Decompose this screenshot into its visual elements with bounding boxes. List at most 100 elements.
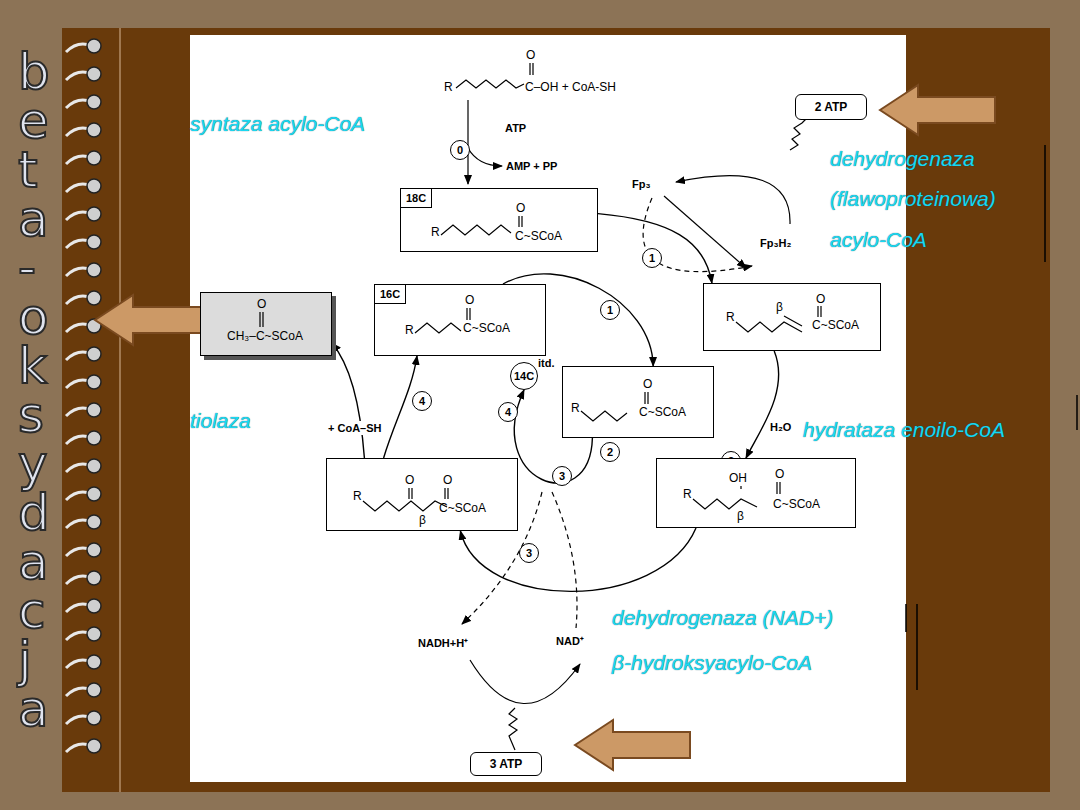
formula-text: R [571, 401, 580, 415]
step-number-circle: 3 [552, 466, 572, 486]
binder-edge [119, 28, 121, 792]
formula-text: β [419, 513, 426, 527]
ring-hole [87, 179, 101, 193]
reaction-art [456, 63, 1077, 750]
step-number-circle: 1 [600, 300, 620, 320]
reaction-arrow [460, 528, 696, 591]
acyl-structure-box: ROC~SCoA [562, 366, 714, 438]
formula-text: C~SCoA [515, 229, 562, 243]
carbon-count-tab: 16C [375, 285, 406, 304]
enzyme-label: β-hydroksyacylo-CoA [612, 651, 812, 675]
formula-text: O [443, 473, 452, 487]
formula-text: R [431, 225, 440, 239]
formula-text: O [405, 473, 414, 487]
skeletal-formula [401, 189, 597, 251]
callout-number: 3 [526, 547, 532, 559]
note-label: itd. [538, 356, 555, 370]
cofactor-label: AMP + PP [506, 159, 557, 173]
formula-text: O [643, 377, 652, 391]
formula-text: O [257, 297, 266, 311]
ring-hole [87, 207, 101, 221]
carbon-chain [415, 308, 470, 333]
ring-hole [87, 599, 101, 613]
svg-part [906, 145, 1077, 690]
ring-hole [87, 263, 101, 277]
step-number-circle: 0 [450, 140, 470, 160]
formula-text: O [816, 292, 825, 306]
pointer-arrow [95, 295, 205, 345]
step-number-circle: 4 [412, 391, 432, 411]
enzyme-label: (flawoproteinowa) [830, 187, 996, 211]
callout-number: 4 [505, 406, 511, 418]
formula-text: O [516, 201, 525, 215]
pointer-arrow [880, 85, 995, 135]
reaction-arrow [598, 214, 712, 283]
svg-part [509, 708, 517, 750]
ring-hole [87, 459, 101, 473]
formula-text: C~SCoA [463, 321, 510, 335]
svg-part [456, 80, 524, 88]
atp-label: 2 ATP [815, 100, 848, 114]
spiral-rings [66, 39, 101, 753]
acyl-structure-box: 18CROC~SCoA [400, 188, 598, 252]
skeletal-formula [375, 285, 545, 355]
formula-text: O [775, 467, 784, 481]
formula-text: O [526, 48, 535, 62]
carbon-chain [581, 392, 648, 421]
enzyme-label: dehydrogenaza (NAD+) [612, 606, 833, 630]
carbon-chain [260, 312, 263, 327]
step-number-circle: 1 [642, 248, 662, 268]
ring-hole [87, 403, 101, 417]
acyl-structure-box: OHRβOC~SCoA [656, 458, 856, 528]
svg-part [676, 176, 790, 224]
svg-part [530, 63, 533, 75]
ring-hole [87, 515, 101, 529]
skeletal-formula [563, 367, 713, 437]
enzyme-label: hydrataza enoilo-CoA [803, 418, 1005, 442]
ring-hole [87, 543, 101, 557]
step-number-circle: 2 [600, 442, 620, 462]
white-sheet [190, 35, 906, 782]
binder-panel [62, 28, 1050, 792]
svg-part [552, 492, 577, 628]
cofactor-label: H₂O [770, 420, 791, 434]
enzyme-label: syntaza acylo-CoA [190, 112, 365, 136]
atp-yield-box: 2 ATP [795, 94, 867, 120]
ring-hole [87, 235, 101, 249]
callout-number: 1 [649, 252, 655, 264]
title-vertical: beta-oksydacja [18, 48, 19, 734]
formula-text: C~SCoA [812, 318, 859, 332]
ring-hole [87, 347, 101, 361]
svg-part [790, 119, 806, 150]
formula-text: C~SCoA [439, 501, 486, 515]
atp-label: 3 ATP [490, 757, 523, 771]
step-number-circle: 4 [498, 402, 518, 422]
cofactor-label: Fp₃ [632, 177, 651, 191]
callout-number: 14C [514, 370, 534, 382]
ring-hole [87, 39, 101, 53]
reaction-arrow [332, 343, 364, 458]
ring-hole [87, 95, 101, 109]
callout-number: 1 [607, 304, 613, 316]
cofactor-label: ATP [505, 121, 526, 135]
carbon-chain [363, 488, 448, 511]
acetyl-coa-box: OCH₃–C~SCoA [200, 292, 332, 356]
cofactor-label: NAD⁺ [556, 634, 584, 648]
formula-text: O [465, 293, 474, 307]
carbon-chain [441, 216, 522, 235]
svg-part [468, 148, 502, 166]
enzyme-label: tiolaza [190, 409, 251, 433]
svg-part [467, 100, 468, 184]
ring-hole [87, 711, 101, 725]
formula-text: R [444, 80, 453, 94]
pointer-arrow [575, 720, 690, 770]
formula-text: R [683, 487, 692, 501]
callout-number: 3 [559, 470, 565, 482]
callout-number: 2 [607, 446, 613, 458]
formula-text: β [737, 509, 744, 523]
ring-hole [87, 683, 101, 697]
step-number-circle: 3 [519, 543, 539, 563]
